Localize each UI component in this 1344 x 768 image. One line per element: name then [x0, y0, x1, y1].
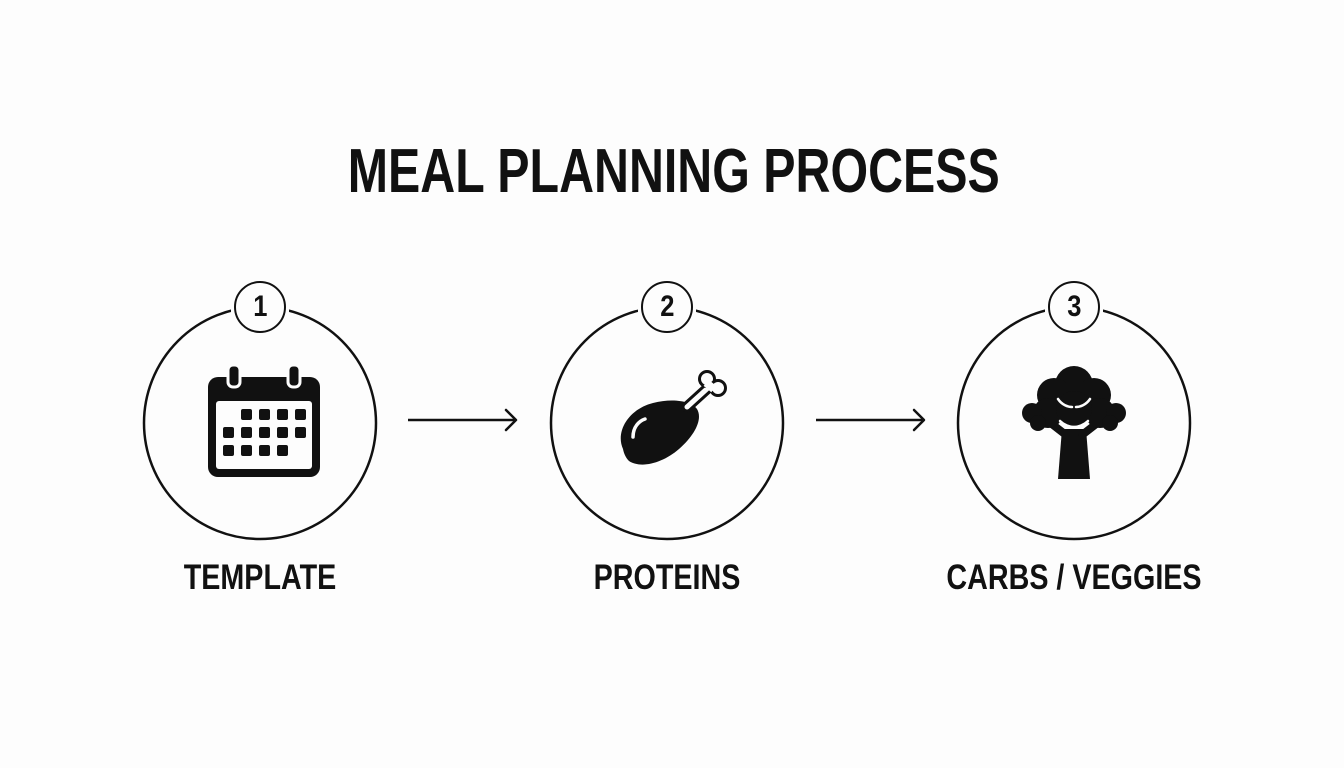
step-label: CARBS / VEGGIES [946, 558, 1202, 597]
step-label: TEMPLATE [183, 558, 337, 597]
step-number: 3 [1066, 290, 1082, 323]
step-number: 1 [252, 290, 268, 323]
step-number-badge: 3 [1045, 280, 1103, 334]
calendar-icon [208, 363, 320, 477]
step-number: 2 [659, 290, 675, 323]
step-label: PROTEINS [593, 558, 741, 597]
broccoli-icon [1022, 366, 1126, 479]
step-number-badge: 1 [231, 280, 289, 334]
arrow-right-icon [408, 408, 518, 432]
diagram-title: MEAL PLANNING PROCESS [347, 137, 1000, 206]
arrow-right-icon [816, 408, 926, 432]
chicken-drumstick-icon [620, 370, 727, 465]
step-template: 1 TEMPLATE [130, 280, 390, 600]
step-proteins: 2 PROTEINS [537, 280, 797, 600]
step-number-badge: 2 [638, 280, 696, 334]
step-carbs-veggies: 3 [944, 280, 1204, 600]
